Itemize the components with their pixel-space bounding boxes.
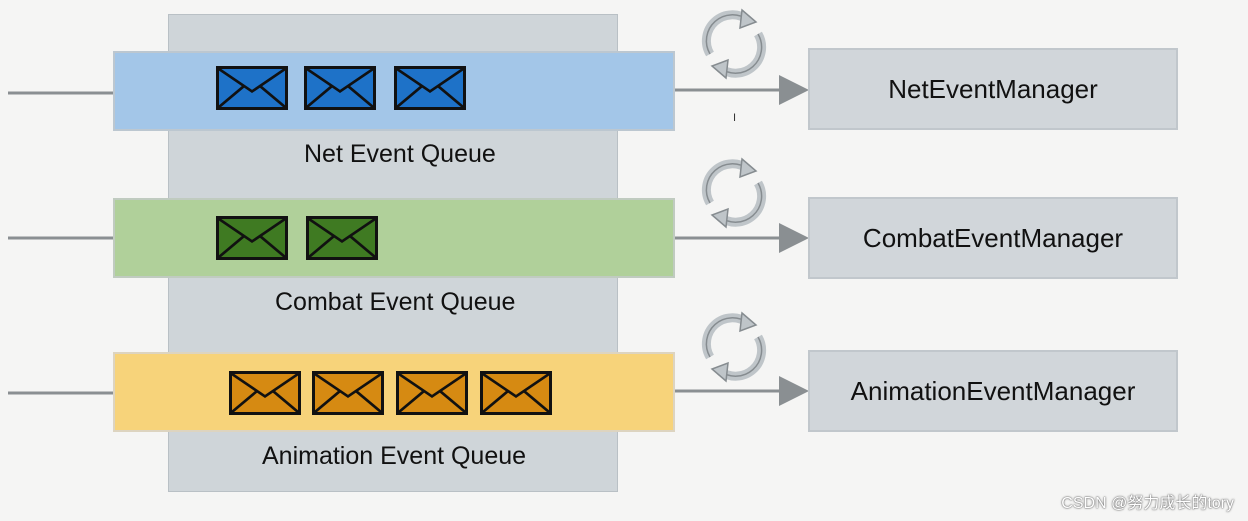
net-event-queue-label: Net Event Queue <box>304 140 496 168</box>
envelope-icon <box>304 66 376 110</box>
animation-event-queue <box>113 352 675 432</box>
text-cursor-icon: I <box>733 112 737 124</box>
envelope-icon <box>394 66 466 110</box>
combat-event-queue-label: Combat Event Queue <box>275 288 516 316</box>
envelope-icon <box>229 371 301 415</box>
net-event-manager: NetEventManager <box>808 48 1178 130</box>
envelope-icon <box>480 371 552 415</box>
refresh-cycle-icon <box>701 157 767 229</box>
animation-event-queue-label: Animation Event Queue <box>262 442 527 470</box>
refresh-cycle-icon <box>701 8 767 80</box>
envelope-icon <box>216 216 288 260</box>
envelope-icon <box>312 371 384 415</box>
animation-event-manager: AnimationEventManager <box>808 350 1178 432</box>
envelope-icon <box>306 216 378 260</box>
envelope-icon <box>216 66 288 110</box>
envelope-icon <box>396 371 468 415</box>
combat-event-manager: CombatEventManager <box>808 197 1178 279</box>
watermark: CSDN @努力成长的tory <box>1061 495 1234 512</box>
combat-event-queue <box>113 198 675 278</box>
refresh-cycle-icon <box>701 311 767 383</box>
